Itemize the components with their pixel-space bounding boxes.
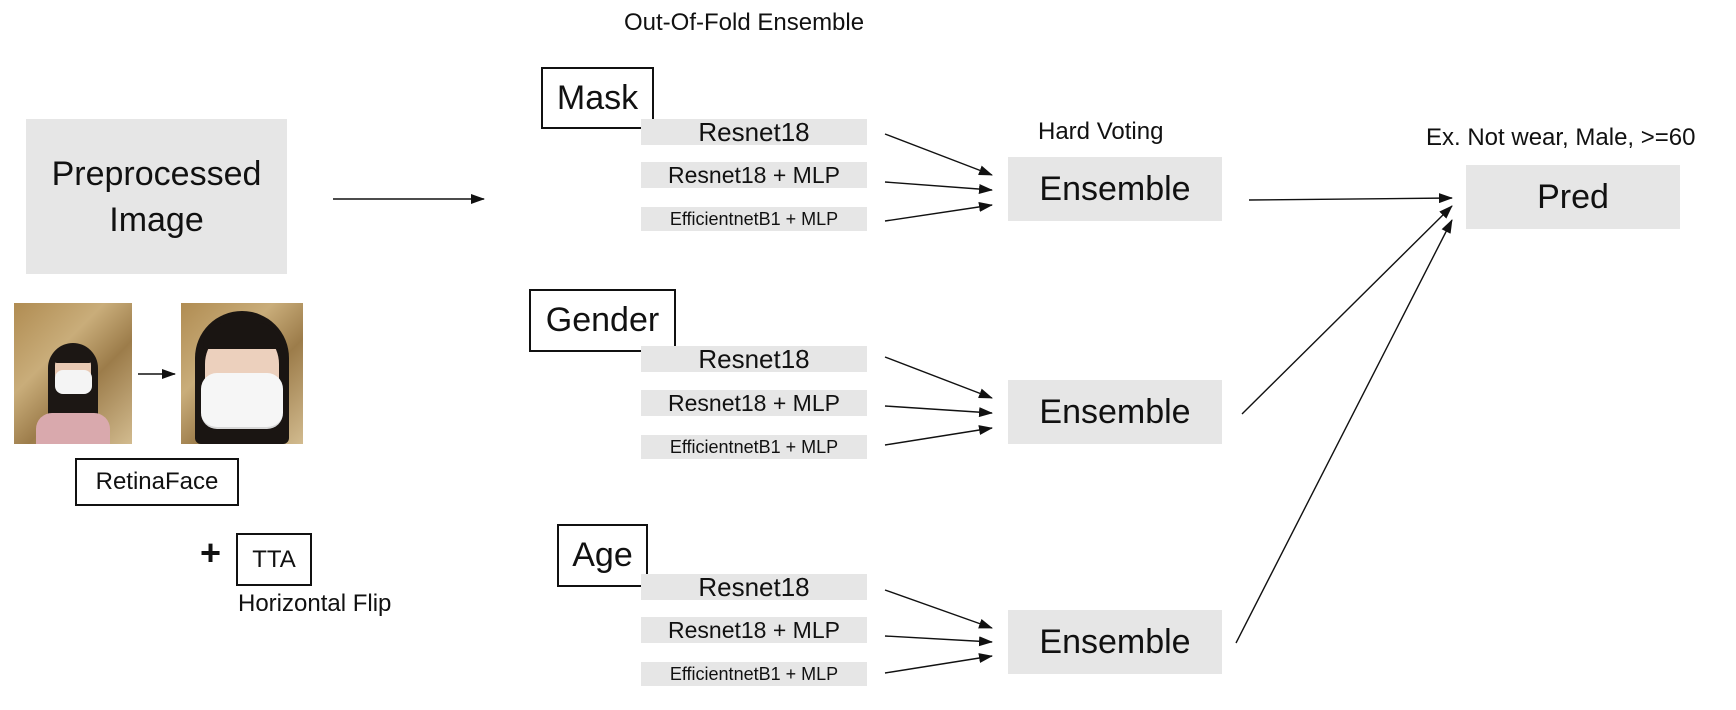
preprocessed-label-line2: Image (109, 200, 204, 239)
age-model-efficientnetb1-mlp: EfficientnetB1 + MLP (641, 662, 867, 686)
gender-arrow-3 (884, 425, 993, 446)
age-arrow-3 (884, 653, 993, 674)
age-ensemble-to-pred-arrow (1235, 219, 1453, 644)
age-arrow-1 (884, 589, 993, 629)
hard-voting-label: Hard Voting (1038, 118, 1164, 145)
mask-arrow-2 (884, 181, 993, 195)
age-ensemble-box: Ensemble (1008, 610, 1222, 674)
mask-ensemble-to-pred-arrow (1248, 193, 1453, 204)
pred-example-label: Ex. Not wear, Male, >=60 (1426, 124, 1696, 151)
age-model-resnet18-mlp: Resnet18 + MLP (641, 617, 867, 643)
task-age-box: Age (557, 524, 648, 587)
task-mask-box: Mask (541, 67, 654, 129)
gender-model-resnet18: Resnet18 (641, 344, 867, 374)
mask-model-resnet18-mlp: Resnet18 + MLP (641, 162, 867, 188)
tta-box: TTA (236, 533, 312, 586)
horizontal-flip-caption: Horizontal Flip (238, 590, 392, 617)
gender-ensemble-box: Ensemble (1008, 380, 1222, 444)
mask-ensemble-box: Ensemble (1008, 157, 1222, 221)
cropped-face-photo (181, 303, 303, 444)
mask-arrow-3 (884, 201, 993, 222)
mask-arrow-1 (884, 133, 993, 176)
diagram-title: Out-Of-Fold Ensemble (624, 9, 865, 36)
gender-ensemble-to-pred-arrow (1241, 205, 1453, 415)
retinaface-box: RetinaFace (75, 458, 239, 506)
mask-model-resnet18: Resnet18 (641, 117, 867, 147)
task-gender-box: Gender (529, 289, 676, 352)
pred-box: Pred (1466, 165, 1680, 229)
mask-model-efficientnetb1-mlp: EfficientnetB1 + MLP (641, 207, 867, 231)
plus-sign: + (200, 532, 222, 573)
age-model-resnet18: Resnet18 (641, 572, 867, 602)
preprocessed-label-line1: Preprocessed (51, 154, 262, 193)
age-arrow-2 (884, 635, 993, 647)
gender-model-resnet18-mlp: Resnet18 + MLP (641, 390, 867, 416)
original-face-photo (14, 303, 132, 444)
gender-model-efficientnetb1-mlp: EfficientnetB1 + MLP (641, 435, 867, 459)
preprocessed-image-box: Preprocessed Image (26, 119, 287, 274)
gender-arrow-2 (884, 405, 993, 418)
gender-arrow-1 (884, 356, 993, 399)
